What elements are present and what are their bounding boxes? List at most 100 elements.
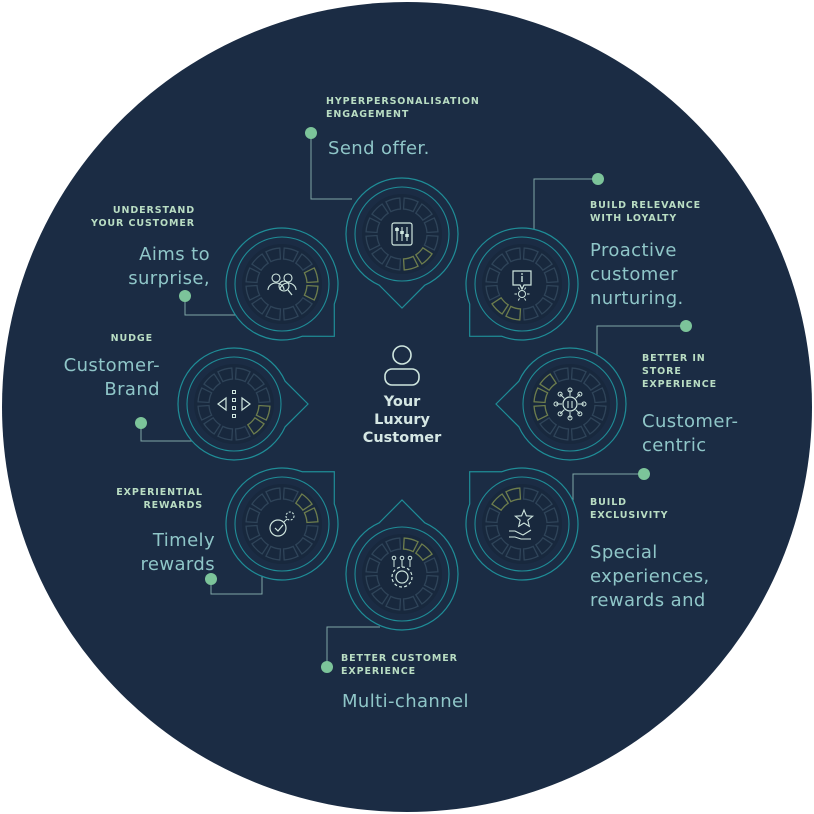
connector-dot — [680, 320, 692, 332]
connector-dot — [135, 417, 147, 429]
arrows-nudge-icon — [217, 390, 251, 418]
ring-segment — [371, 586, 390, 605]
connector-dot — [305, 127, 317, 139]
ring-segment — [402, 255, 419, 271]
person-icon — [384, 345, 420, 386]
ring-segment — [553, 367, 570, 383]
ring-segment — [553, 425, 570, 441]
ring-segment — [414, 543, 433, 562]
body-line: Proactive — [590, 240, 677, 261]
heading-line: STORE — [642, 366, 682, 377]
heading-line: HYPERPERSONALISATION — [326, 96, 480, 107]
node-right-heading: BETTER IN STORE EXPERIENCE — [642, 352, 717, 391]
body-line: rewards — [140, 554, 215, 575]
node-core — [242, 484, 322, 564]
connector-dot — [321, 661, 333, 673]
ring-segment — [402, 595, 419, 611]
connector-dot — [205, 573, 217, 585]
ring-segment — [423, 234, 439, 251]
info-chat-icon — [512, 270, 532, 301]
node-upper-right-body: Proactive customer nurturing. — [590, 239, 684, 311]
ring-segment — [582, 416, 601, 435]
body-line: Customer- — [642, 411, 739, 432]
body-line: Customer- — [63, 355, 160, 376]
ring-segment — [543, 507, 559, 524]
node-inner-ring — [234, 476, 330, 572]
node-upper-left-heading: UNDERSTAND YOUR CUSTOMER — [60, 204, 195, 230]
ring-segment — [245, 284, 261, 301]
ring-segment — [365, 234, 381, 251]
ring-segment — [591, 387, 607, 404]
gear-network-icon — [391, 555, 413, 588]
ring-segment — [365, 557, 381, 574]
node-right — [495, 320, 692, 461]
ring-segment — [491, 296, 510, 315]
center-label: Your Luxury Customer — [340, 393, 464, 447]
node-core — [482, 244, 562, 324]
ring-segment — [570, 425, 587, 441]
ring-segment — [534, 253, 553, 272]
node-top — [305, 127, 459, 309]
heading-line: BETTER IN — [642, 353, 706, 364]
ring-segment — [485, 284, 501, 301]
body-line: nurturing. — [590, 288, 684, 309]
ring-segment — [245, 524, 261, 541]
ring-segment — [282, 487, 299, 503]
node-inner-ring — [474, 236, 570, 332]
ring-segment — [543, 267, 559, 284]
node-left — [135, 347, 309, 461]
heading-line: UNDERSTAND — [112, 205, 195, 216]
node-top-body: Send offer. — [328, 137, 430, 161]
ring-segment — [203, 373, 222, 392]
ring-segment — [251, 253, 270, 272]
ring-segment — [539, 416, 558, 435]
ring-segment — [591, 404, 607, 421]
node-lower-left-heading: EXPERIENTIAL REWARDS — [60, 486, 203, 512]
ring-segment — [505, 305, 522, 321]
sliders-icon — [391, 222, 413, 246]
ring-segment — [402, 197, 419, 213]
node-inner-ring — [354, 526, 450, 622]
center-title-line: Your — [383, 394, 421, 410]
ring-segment — [303, 284, 319, 301]
node-lower-right-body: Special experiences, rewards and — [590, 541, 710, 613]
heading-line: BETTER CUSTOMER — [341, 653, 458, 664]
ring-segment — [485, 524, 501, 541]
ring-segment — [246, 416, 265, 435]
heading-line: BUILD RELEVANCE — [590, 200, 702, 211]
ring-segment — [505, 487, 522, 503]
node-lower-left — [205, 467, 339, 595]
node-core — [362, 534, 442, 614]
heading-line: EXPERIENCE — [341, 666, 417, 677]
ring-segment — [282, 247, 299, 263]
ring-segment — [265, 545, 282, 561]
ring-segment — [265, 305, 282, 321]
ring-segment — [534, 296, 553, 315]
connector-line — [533, 178, 598, 230]
heading-line: EXPERIENTIAL — [116, 487, 203, 498]
ring-segment — [255, 404, 271, 421]
heading-line: REWARDS — [143, 500, 203, 511]
ring-segment — [491, 493, 510, 512]
ring-segment — [414, 586, 433, 605]
heading-line: EXCLUSIVITY — [590, 510, 669, 521]
ring-segment — [265, 487, 282, 503]
ring-segment — [533, 404, 549, 421]
node-inner-ring — [354, 186, 450, 282]
hand-star-icon — [509, 508, 535, 540]
body-line: Special — [590, 542, 658, 563]
ring-segment — [303, 507, 319, 524]
node-lower-right — [465, 467, 650, 581]
ring-segment — [402, 537, 419, 553]
node-upper-right-heading: BUILD RELEVANCE WITH LOYALTY — [590, 199, 701, 225]
ring-segment — [423, 217, 439, 234]
body-line: Aims to — [139, 244, 210, 265]
ring-segment — [251, 296, 270, 315]
node-inner-ring — [234, 236, 330, 332]
ring-segment — [385, 197, 402, 213]
ring-segment — [217, 425, 234, 441]
node-lower-left-body: Timely rewards — [60, 529, 215, 577]
